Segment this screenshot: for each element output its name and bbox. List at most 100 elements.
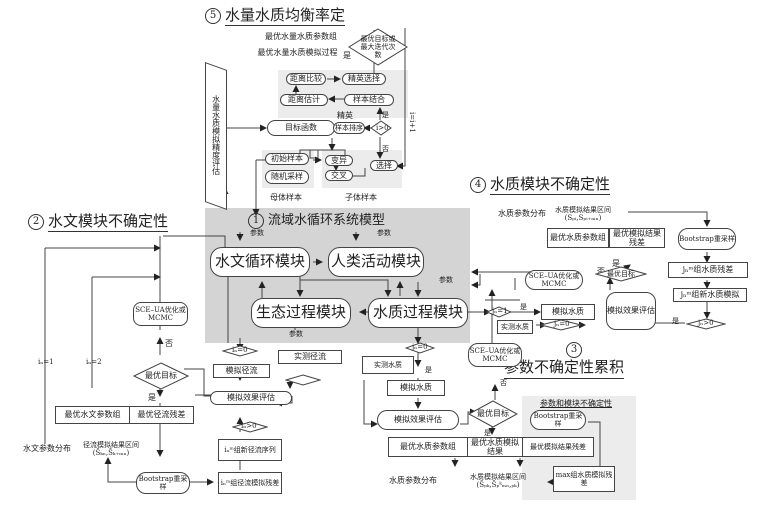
- i0-diamond: [222, 345, 258, 357]
- sce-ua-wq-3[interactable]: SCE–UA优化或MCMC: [468, 343, 522, 367]
- objective-function-node: 目标函数: [267, 120, 335, 136]
- sce-ua-wq-4[interactable]: SCE–UA优化或MCMC: [525, 270, 583, 290]
- j0-label-3: jₙ=0: [412, 343, 428, 351]
- section5-number: 5: [205, 8, 221, 24]
- wq-interval-4: 水质模拟结果区间(Sₚᵢ,Sₚᵢ₊ₘₙ): [552, 206, 614, 222]
- yes-label-5b: 是: [382, 111, 389, 119]
- yes-label-2: 是: [148, 393, 156, 402]
- select-node: 选择: [370, 160, 398, 171]
- j1-label: jₙ=1: [492, 307, 508, 315]
- section1-title: 流域水循环系统模型: [268, 213, 386, 228]
- param-module-box-title: 参数和模块不确定性: [540, 399, 612, 408]
- wq-eval-3: 模拟效果评估: [377, 410, 459, 430]
- distance-est-node: 距离估计: [280, 94, 328, 106]
- sce-ua-hydro[interactable]: SCE–UA优化或MCMC: [133, 302, 188, 326]
- jg0-label: jₙ>0: [698, 319, 714, 327]
- opt-wq-params-4: 最优水质参数组: [547, 228, 609, 248]
- i2-label: iₙ=2: [86, 358, 102, 366]
- bootstrap-3: Bootstrap重采样: [530, 410, 586, 430]
- param-input-wq: 参数: [425, 276, 467, 285]
- no-label-5: 否: [382, 145, 389, 153]
- optimal-params-output: 最优水量水质参数组: [262, 30, 340, 44]
- random-sample-node: 随机采样: [265, 170, 309, 184]
- section2-number: 2: [28, 214, 44, 230]
- mutation-node: 变异: [325, 155, 353, 166]
- crossover-node: 交叉: [325, 170, 353, 181]
- opt-residual-4: 最优模拟结果残差: [609, 228, 665, 248]
- iter-label: i=i+1: [408, 112, 416, 133]
- j0-diamond-3: [405, 342, 435, 354]
- wq-decision-diamond-4: [595, 266, 647, 282]
- loop-diamond: [370, 120, 392, 136]
- runoff-residual: iₙᵐ组径流模拟残差: [218, 472, 282, 494]
- elite-label: 精英: [337, 111, 353, 120]
- convergence-label: 最优目标或最大迭代次数: [360, 34, 396, 60]
- wq-interval-3: 水质模拟结果区间(S̄ₚₖ,S̄ₚᵏₘₙ,ₚₖ): [450, 470, 546, 492]
- wq-param-dist-4: 水质参数分布: [494, 206, 550, 222]
- section4-title: 水质模块不确定性: [490, 175, 611, 195]
- section3-number: 3: [566, 342, 582, 358]
- elite-select-node: 精英选择: [342, 73, 386, 85]
- j0-label-4: jₙ=0: [554, 320, 570, 328]
- distance-compare-node: 距离比较: [286, 73, 326, 85]
- convergence-diamond: [348, 28, 408, 66]
- loop-diamond-label: i>0: [376, 124, 389, 132]
- wq-decision-label-3: 最优目标: [477, 409, 509, 419]
- opt-hydro-params: 最优水文参数组: [55, 406, 130, 424]
- section1-number: 1: [248, 212, 264, 229]
- child-sample-label: 子体样本: [345, 193, 377, 202]
- obs-wq-3: 实测水质: [362, 356, 414, 374]
- sample-combine-node: 样本结合: [344, 94, 394, 106]
- ig0-diamond: [232, 421, 268, 433]
- wq-param-dist-3: 水质参数分布: [372, 470, 454, 492]
- section5-title: 水量水质均衡率定: [225, 6, 346, 26]
- bootstrap-4: Bootstrap重采样: [678, 228, 736, 250]
- sim-wq-4: 模拟水质: [541, 304, 595, 320]
- accuracy-eval-label: 水量水质模拟精度评估: [211, 95, 221, 175]
- j0-diamond-4: [540, 319, 582, 331]
- yes-label-3: 是: [425, 366, 432, 374]
- obs-runoff: 实测径流: [278, 350, 342, 364]
- hydro-eval: 模拟效果评估: [210, 391, 292, 405]
- section1-heading: 1 流域水循环系统模型: [248, 209, 385, 229]
- wq-residual: jₙᵐ组水质残差: [668, 262, 748, 278]
- param-input-human: 参数: [365, 229, 403, 238]
- yes-label-4: 是: [612, 259, 620, 268]
- bootstrap-hydro: Bootstrap重采样: [136, 472, 190, 494]
- i0-diamond-obs: [285, 374, 321, 386]
- runoff-interval: 径流模拟结果区间(S̄ₖₙ,S̄ₖ₊ₘₙ): [76, 438, 146, 460]
- yes-label-4c: 是: [672, 317, 679, 325]
- init-sample-node: 初始样本: [265, 153, 309, 165]
- section2-title: 水文模块不确定性: [48, 212, 169, 232]
- opt-residual-3: 最优模拟结果残差: [522, 437, 594, 457]
- optimal-process-output: 最优水量水质模拟过程: [255, 46, 340, 60]
- i1-label: iₙ=1: [38, 358, 54, 366]
- max-residual: max组水质模拟残差: [553, 466, 615, 492]
- sim-runoff: 模拟径流: [213, 364, 270, 378]
- section3-heading: 3 参数不确定性累积: [504, 342, 625, 379]
- yes-label-4b: 是: [520, 303, 527, 311]
- hydro-cycle-module: 水文循环模块: [210, 247, 310, 277]
- param-input-eco: 参数: [277, 330, 315, 339]
- sim-wq-3: 模拟水质: [387, 380, 445, 396]
- hydro-decision-diamond: [133, 362, 189, 390]
- new-runoff-series: iₙᵐ组新径流序列: [218, 439, 282, 461]
- yes-label-5: 是: [343, 51, 351, 60]
- no-label-2: 否: [165, 339, 173, 348]
- wq-eval-4: 模拟效果评估: [606, 292, 656, 330]
- wq-decision-label-4: 最优目标: [607, 269, 635, 278]
- param-input-hydro: 参数: [238, 229, 276, 238]
- hydro-decision-label: 最优目标: [145, 371, 177, 381]
- new-wq-sim: jₙᵐ组新水质模拟: [673, 288, 747, 302]
- ig0-label: iₙ>0: [241, 422, 257, 430]
- eco-process-module: 生态过程模块: [251, 298, 351, 328]
- sample-sort-node: 样本排序: [333, 122, 365, 134]
- j1-diamond: [486, 306, 512, 318]
- human-activity-module: 人类活动模块: [328, 247, 424, 277]
- no-label-4: 否: [597, 267, 605, 276]
- i0-label: iₙ=0: [232, 346, 248, 354]
- jg0-diamond: [686, 318, 726, 330]
